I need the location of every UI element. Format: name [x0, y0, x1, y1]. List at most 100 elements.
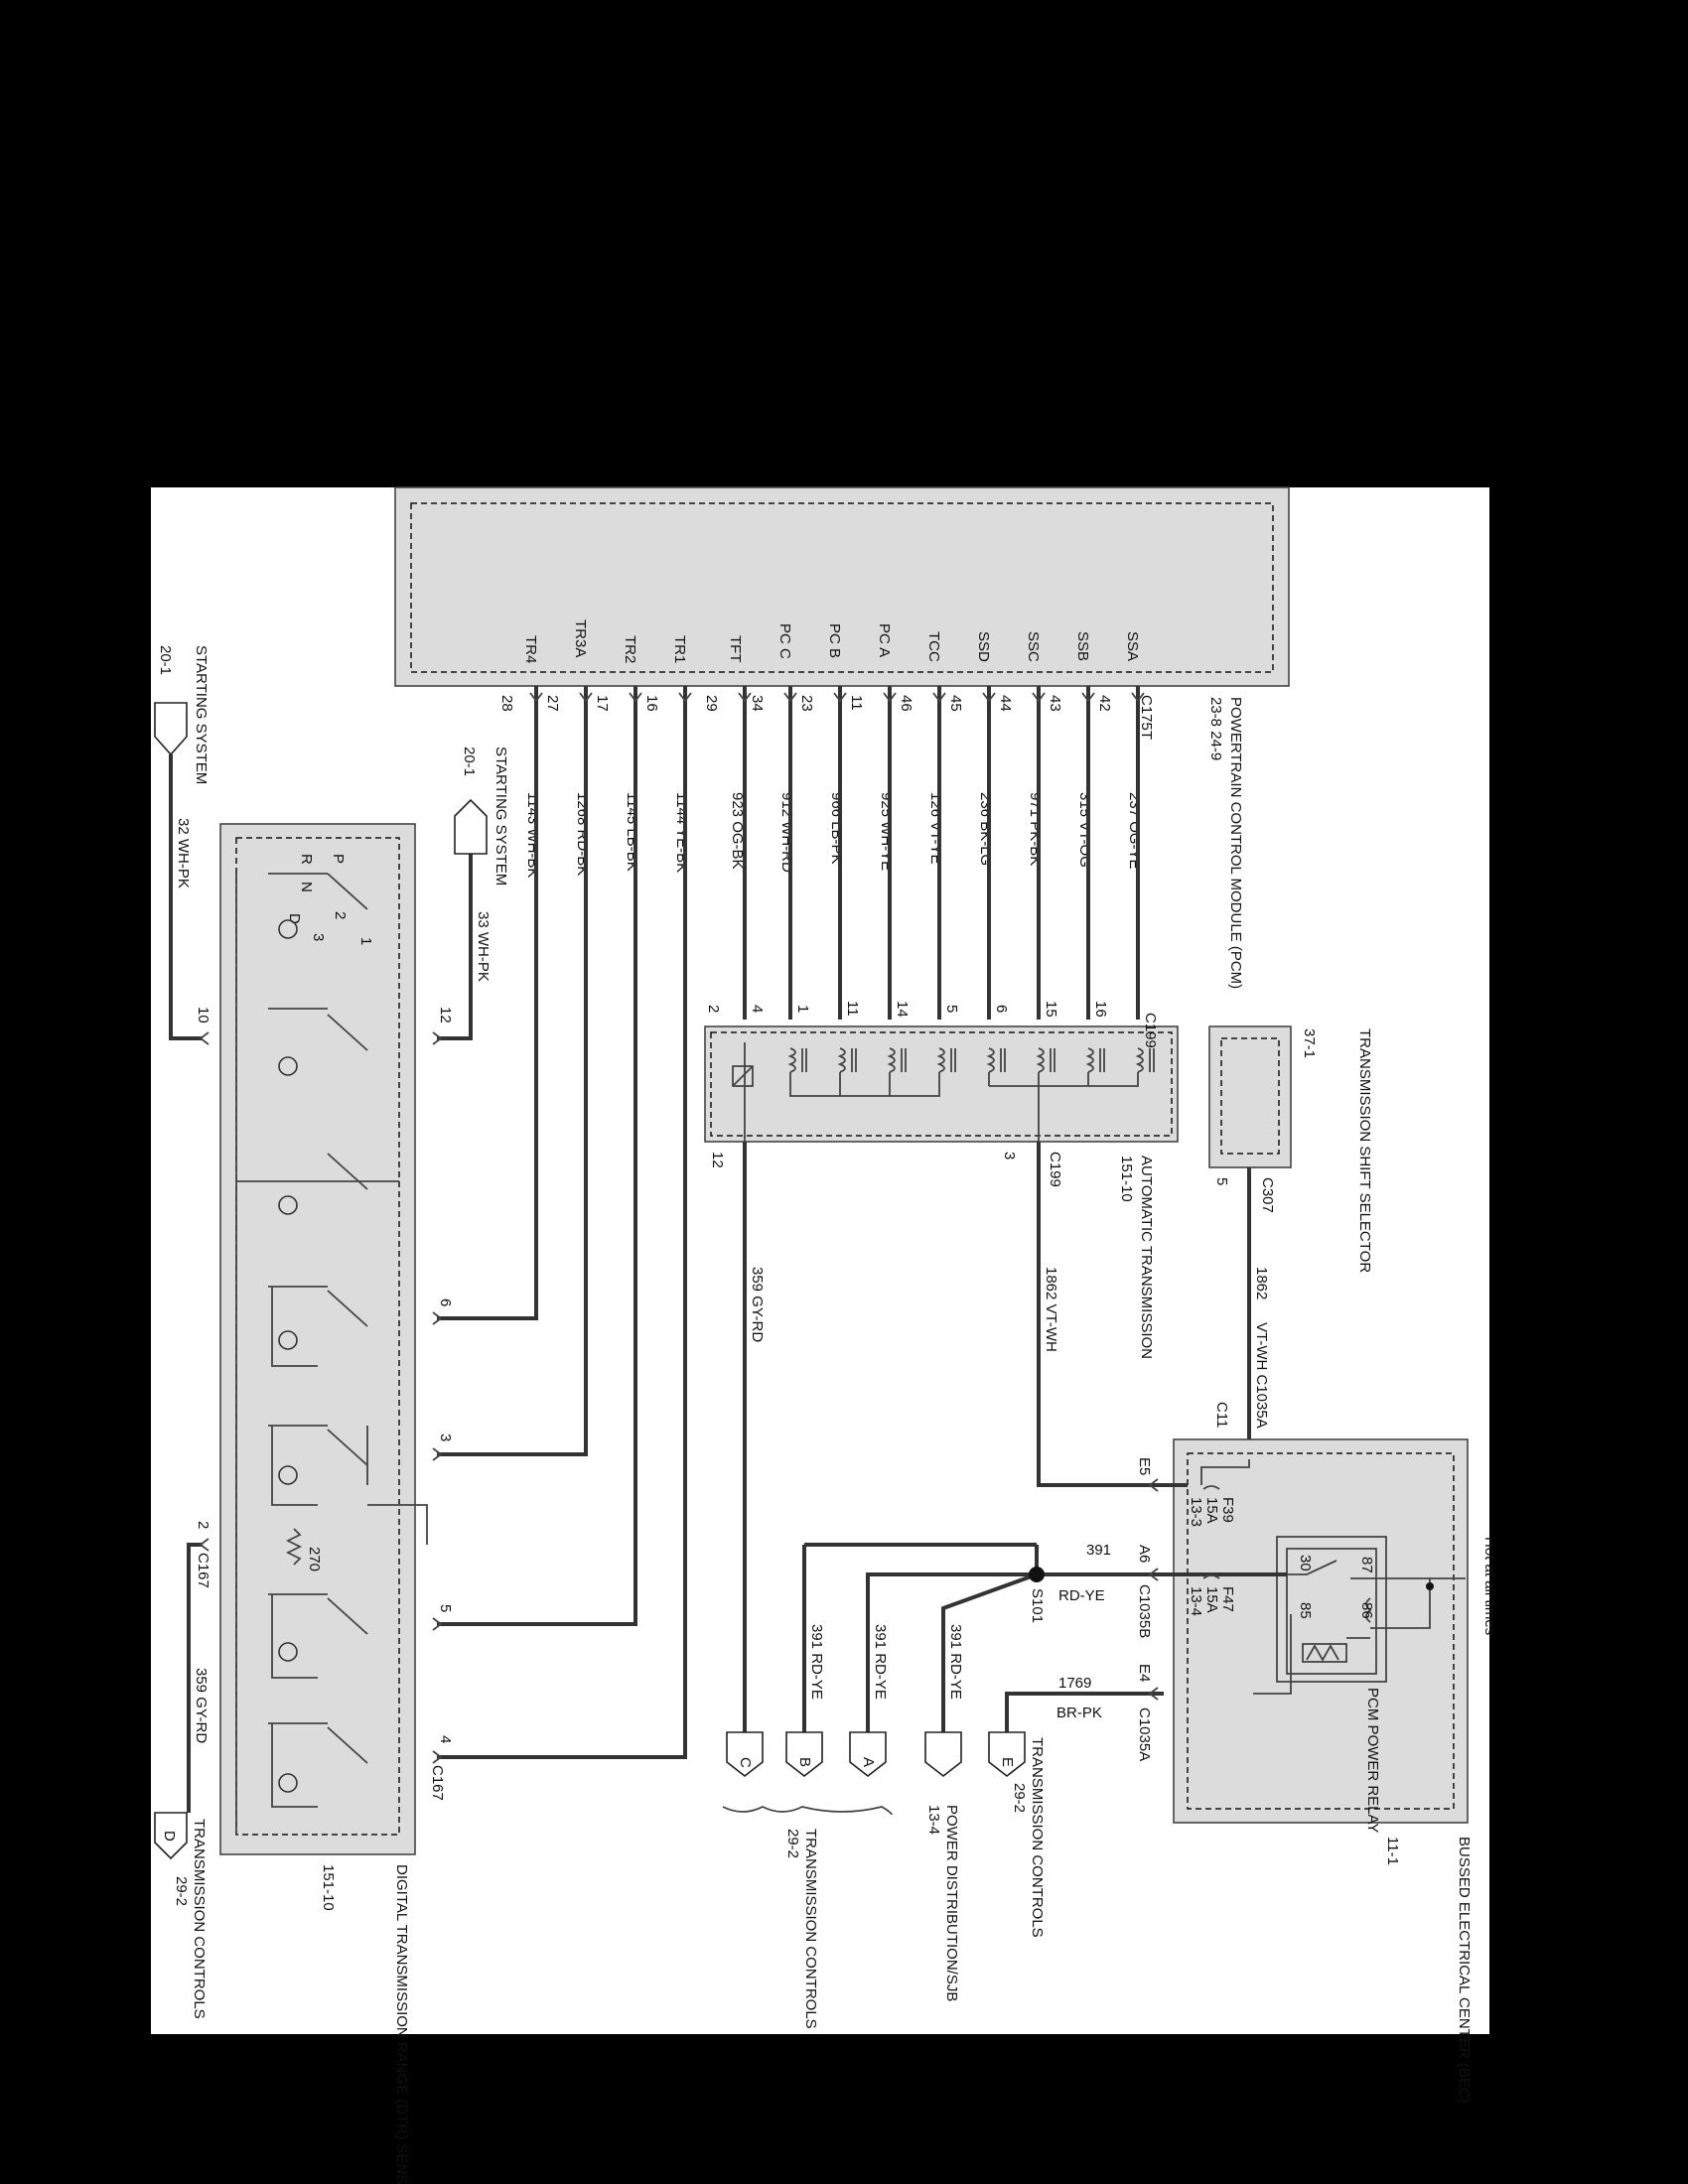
- wire-359-dtr-label: 359 GY-RD: [193, 1668, 210, 1743]
- wire-33-wh-pk[interactable]: [437, 854, 473, 1040]
- ref-letter-d: D: [161, 1831, 178, 1842]
- c199-pin: 6: [993, 1005, 1010, 1013]
- wire-391-label: 391: [1086, 1542, 1111, 1559]
- circuit-label: 1145 LB-BK: [624, 792, 640, 872]
- pcm-pin-number: 44: [997, 695, 1014, 712]
- relay-87: 87: [1358, 1557, 1375, 1573]
- c199-pin: 3: [1001, 1152, 1018, 1160]
- switch-letter: 1: [357, 937, 374, 945]
- pcm-pin-number: 34: [749, 695, 766, 712]
- pcm-pin-number: 16: [643, 695, 660, 712]
- pcm-pin-label: TR1: [671, 635, 688, 663]
- pin-a6: A6: [1136, 1545, 1153, 1563]
- dtr-pin: 12: [437, 1007, 454, 1024]
- transmission-shift-selector[interactable]: [1208, 1025, 1292, 1168]
- bec-name: BUSSED ELECTRICAL CENTER (BEC): [1456, 1837, 1473, 2104]
- wire-391-color: RD-YE: [1058, 1587, 1105, 1604]
- pcm-pin-number: 43: [1047, 695, 1063, 712]
- transmission-name: AUTOMATIC TRANSMISSION: [1138, 1156, 1155, 1359]
- pin-e5: E5: [1136, 1457, 1153, 1475]
- ref-letter-e: E: [999, 1757, 1016, 1767]
- bec-connector-marks: [1148, 1478, 1159, 1701]
- wire-32-wh-pk[interactable]: [169, 754, 203, 1040]
- pcm-pin-label: SSA: [1124, 631, 1141, 661]
- pcm-pin-label: TFT: [727, 635, 744, 663]
- dtr-resistor-value: 270: [306, 1547, 323, 1571]
- wire-c1035a-label: VT-WH C1035A: [1253, 1322, 1270, 1429]
- dtr-connector-right: C167: [429, 1765, 446, 1801]
- pcm-pin-number: 28: [498, 695, 515, 712]
- selector-page: 37-1: [1301, 1028, 1318, 1058]
- circuit-label: 1143 WH-BK: [524, 792, 541, 878]
- pcm-solenoid-wires[interactable]: [743, 686, 1140, 1020]
- pcm-pin-labels: SSA SSB SSC SSD TCC PC A PC B PC C TFT T…: [522, 619, 1141, 663]
- circuit-label: 1144 YE-BK: [673, 792, 690, 873]
- wire-391-b-label: 391 RD-YE: [808, 1624, 825, 1700]
- wire-1769-br-pk[interactable]: [1005, 1692, 1164, 1732]
- switch-letter: 3: [310, 933, 327, 941]
- wire-391-pd-label: 391 RD-YE: [947, 1624, 964, 1700]
- dtr-page: 151-10: [320, 1864, 337, 1911]
- wire-1769-color: BR-PK: [1056, 1705, 1102, 1721]
- dtr-resistor: [285, 1528, 303, 1566]
- dtr-sensor[interactable]: [219, 823, 416, 1855]
- wire-359-label: 359 GY-RD: [749, 1267, 766, 1342]
- bec-internal: [1164, 1459, 1466, 1695]
- tr-wires[interactable]: [437, 686, 687, 1759]
- reference-flags[interactable]: [726, 1731, 1026, 1778]
- wire-1862-vt-wh[interactable]: [1037, 1142, 1164, 1487]
- circuit-label: 237 OG-YE: [1126, 792, 1143, 870]
- c199-pin: 16: [1092, 1001, 1109, 1018]
- ref-pd-page: 13-4: [925, 1805, 942, 1835]
- dtr-pin: 2: [195, 1521, 211, 1529]
- dtr-connector-left: C167: [195, 1553, 211, 1588]
- ref-d-target: TRANSMISSION CONTROLS: [191, 1819, 208, 2019]
- fuse-f47-rating: 15A: [1203, 1586, 1220, 1613]
- pcm-circuit-labels: 237 OG-YE 315 VT-OG 971 PK-BK 236 BK-LG …: [524, 792, 1143, 878]
- dtr-d-circles: [278, 919, 298, 1793]
- pcm-pin-numbers: C175T 42 43 44 45 46 11 23 34 29 16 17 2…: [498, 695, 1155, 740]
- wire-33-label: 33 WH-PK: [475, 911, 492, 982]
- ref-pd-target: POWER DISTRIBUTION/SJB: [943, 1805, 960, 2001]
- relay-name: PCM POWER RELAY: [1364, 1688, 1381, 1833]
- fuse-f39: F39: [1219, 1497, 1236, 1523]
- fuse-f39-page: 13-3: [1188, 1497, 1204, 1527]
- solenoid-coils: [732, 1042, 1155, 1156]
- ref-flag-d[interactable]: [154, 1812, 188, 1860]
- pcm-pin-number: 27: [544, 695, 561, 712]
- circuit-label: 315 VT-OG: [1076, 792, 1093, 868]
- wire-1769-label: 1769: [1058, 1675, 1091, 1692]
- connector-c1035a: C1035A: [1136, 1707, 1153, 1761]
- ref-cb-target: TRANSMISSION CONTROLS: [802, 1829, 819, 2029]
- dtr-switch-letters: P R N D 1 2 3: [286, 854, 374, 945]
- ref-letter-a: A: [860, 1757, 877, 1767]
- pcm-pin-number: 46: [898, 695, 914, 712]
- starting-system-flag-right[interactable]: [454, 798, 488, 855]
- selector-pin: 5: [1213, 1177, 1230, 1185]
- switch-letter: D: [286, 913, 303, 924]
- starting-system-flag-left[interactable]: [154, 702, 188, 756]
- starting-system-left: STARTING SYSTEM: [193, 645, 210, 784]
- pcm-pin-label: PC A: [876, 623, 893, 657]
- c199-pin: 11: [844, 1001, 861, 1017]
- hot-at-all-times: Hot at all times: [1481, 1537, 1498, 1635]
- pcm-pin-label: PC B: [826, 623, 843, 658]
- pcm-module[interactable]: [394, 486, 1290, 687]
- bussed-electrical-center[interactable]: [1173, 1438, 1469, 1824]
- switch-letter: N: [298, 882, 315, 892]
- dtr-pin: 6: [437, 1298, 454, 1306]
- wire-1862-selector-label: 1862: [1253, 1267, 1270, 1299]
- selector-name: TRANSMISSION SHIFT SELECTOR: [1356, 1028, 1373, 1273]
- c199-pin: 2: [705, 1005, 722, 1013]
- fuse-f47: F47: [1219, 1586, 1236, 1612]
- pcm-pin-label: SSC: [1025, 631, 1042, 662]
- c199-pin: 15: [1043, 1001, 1059, 1018]
- wire-391-network[interactable]: [802, 1543, 1164, 1732]
- splice-s101[interactable]: [1029, 1567, 1045, 1582]
- automatic-transmission[interactable]: [704, 1025, 1179, 1143]
- starting-system-left-page: 20-1: [157, 645, 174, 675]
- wire-359-dtr[interactable]: [187, 1543, 203, 1813]
- pcm-pages: 23-8 24-9: [1207, 697, 1224, 760]
- pcm-pin-number: 11: [848, 695, 865, 711]
